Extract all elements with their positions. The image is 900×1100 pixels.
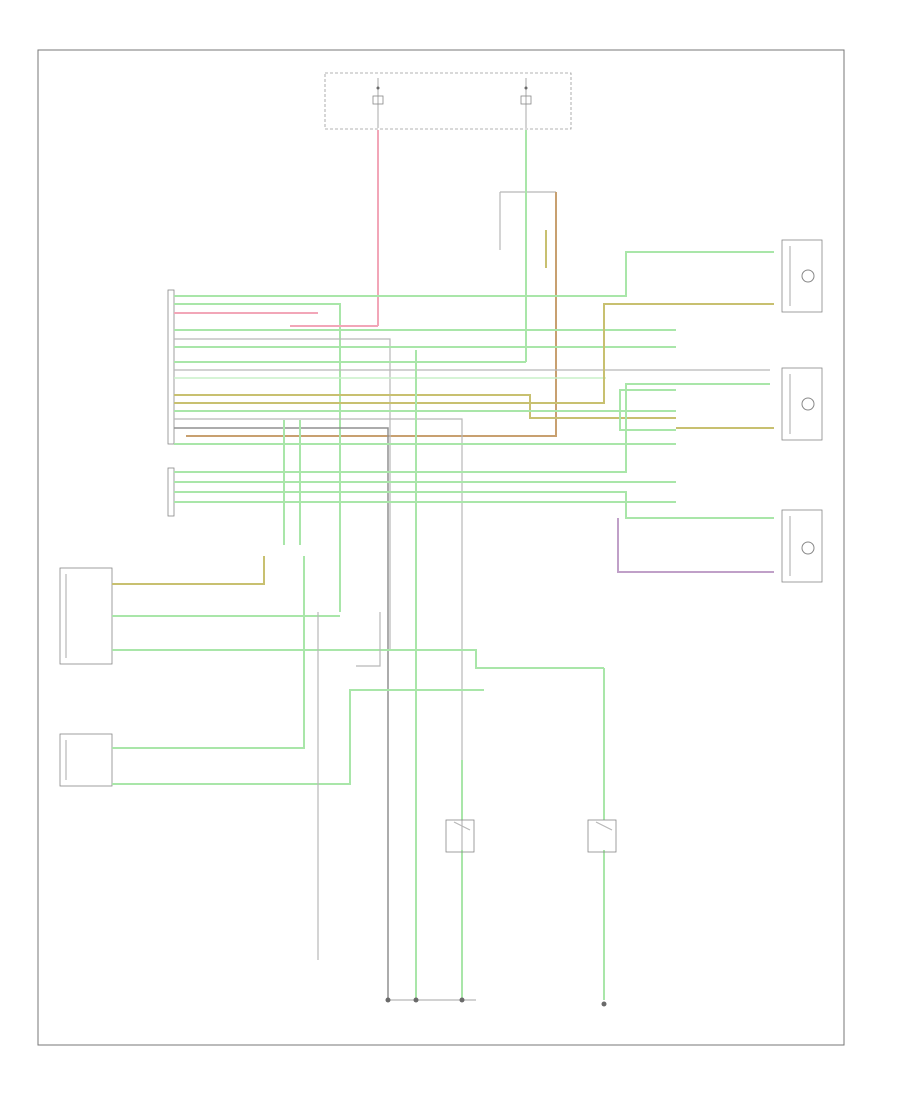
engine-control-module (59, 733, 113, 787)
ground-right (601, 1001, 607, 1007)
wire-violet-sensor (617, 518, 774, 573)
sensor-icon (801, 397, 815, 411)
sensor-icon (801, 541, 815, 555)
main-controller-connector (167, 289, 175, 517)
wire-orange (186, 192, 557, 437)
diagram-frame (37, 49, 845, 1046)
fuse-icon (376, 86, 380, 90)
sensor-right-rear (781, 239, 823, 313)
brake-switch (445, 760, 475, 1000)
harness-wires (174, 251, 774, 1000)
power-distribution-center (324, 72, 572, 130)
transmission-control-module (59, 567, 113, 665)
wire-green-right-branch (619, 389, 676, 431)
fuse-icon (524, 86, 528, 90)
sensor-left-front (781, 367, 823, 441)
module-wires (112, 420, 604, 960)
sensor-icon (801, 269, 815, 283)
sensor-right-front (781, 509, 823, 583)
brake-light-switch (587, 668, 617, 1000)
ground-splice (385, 997, 476, 1003)
